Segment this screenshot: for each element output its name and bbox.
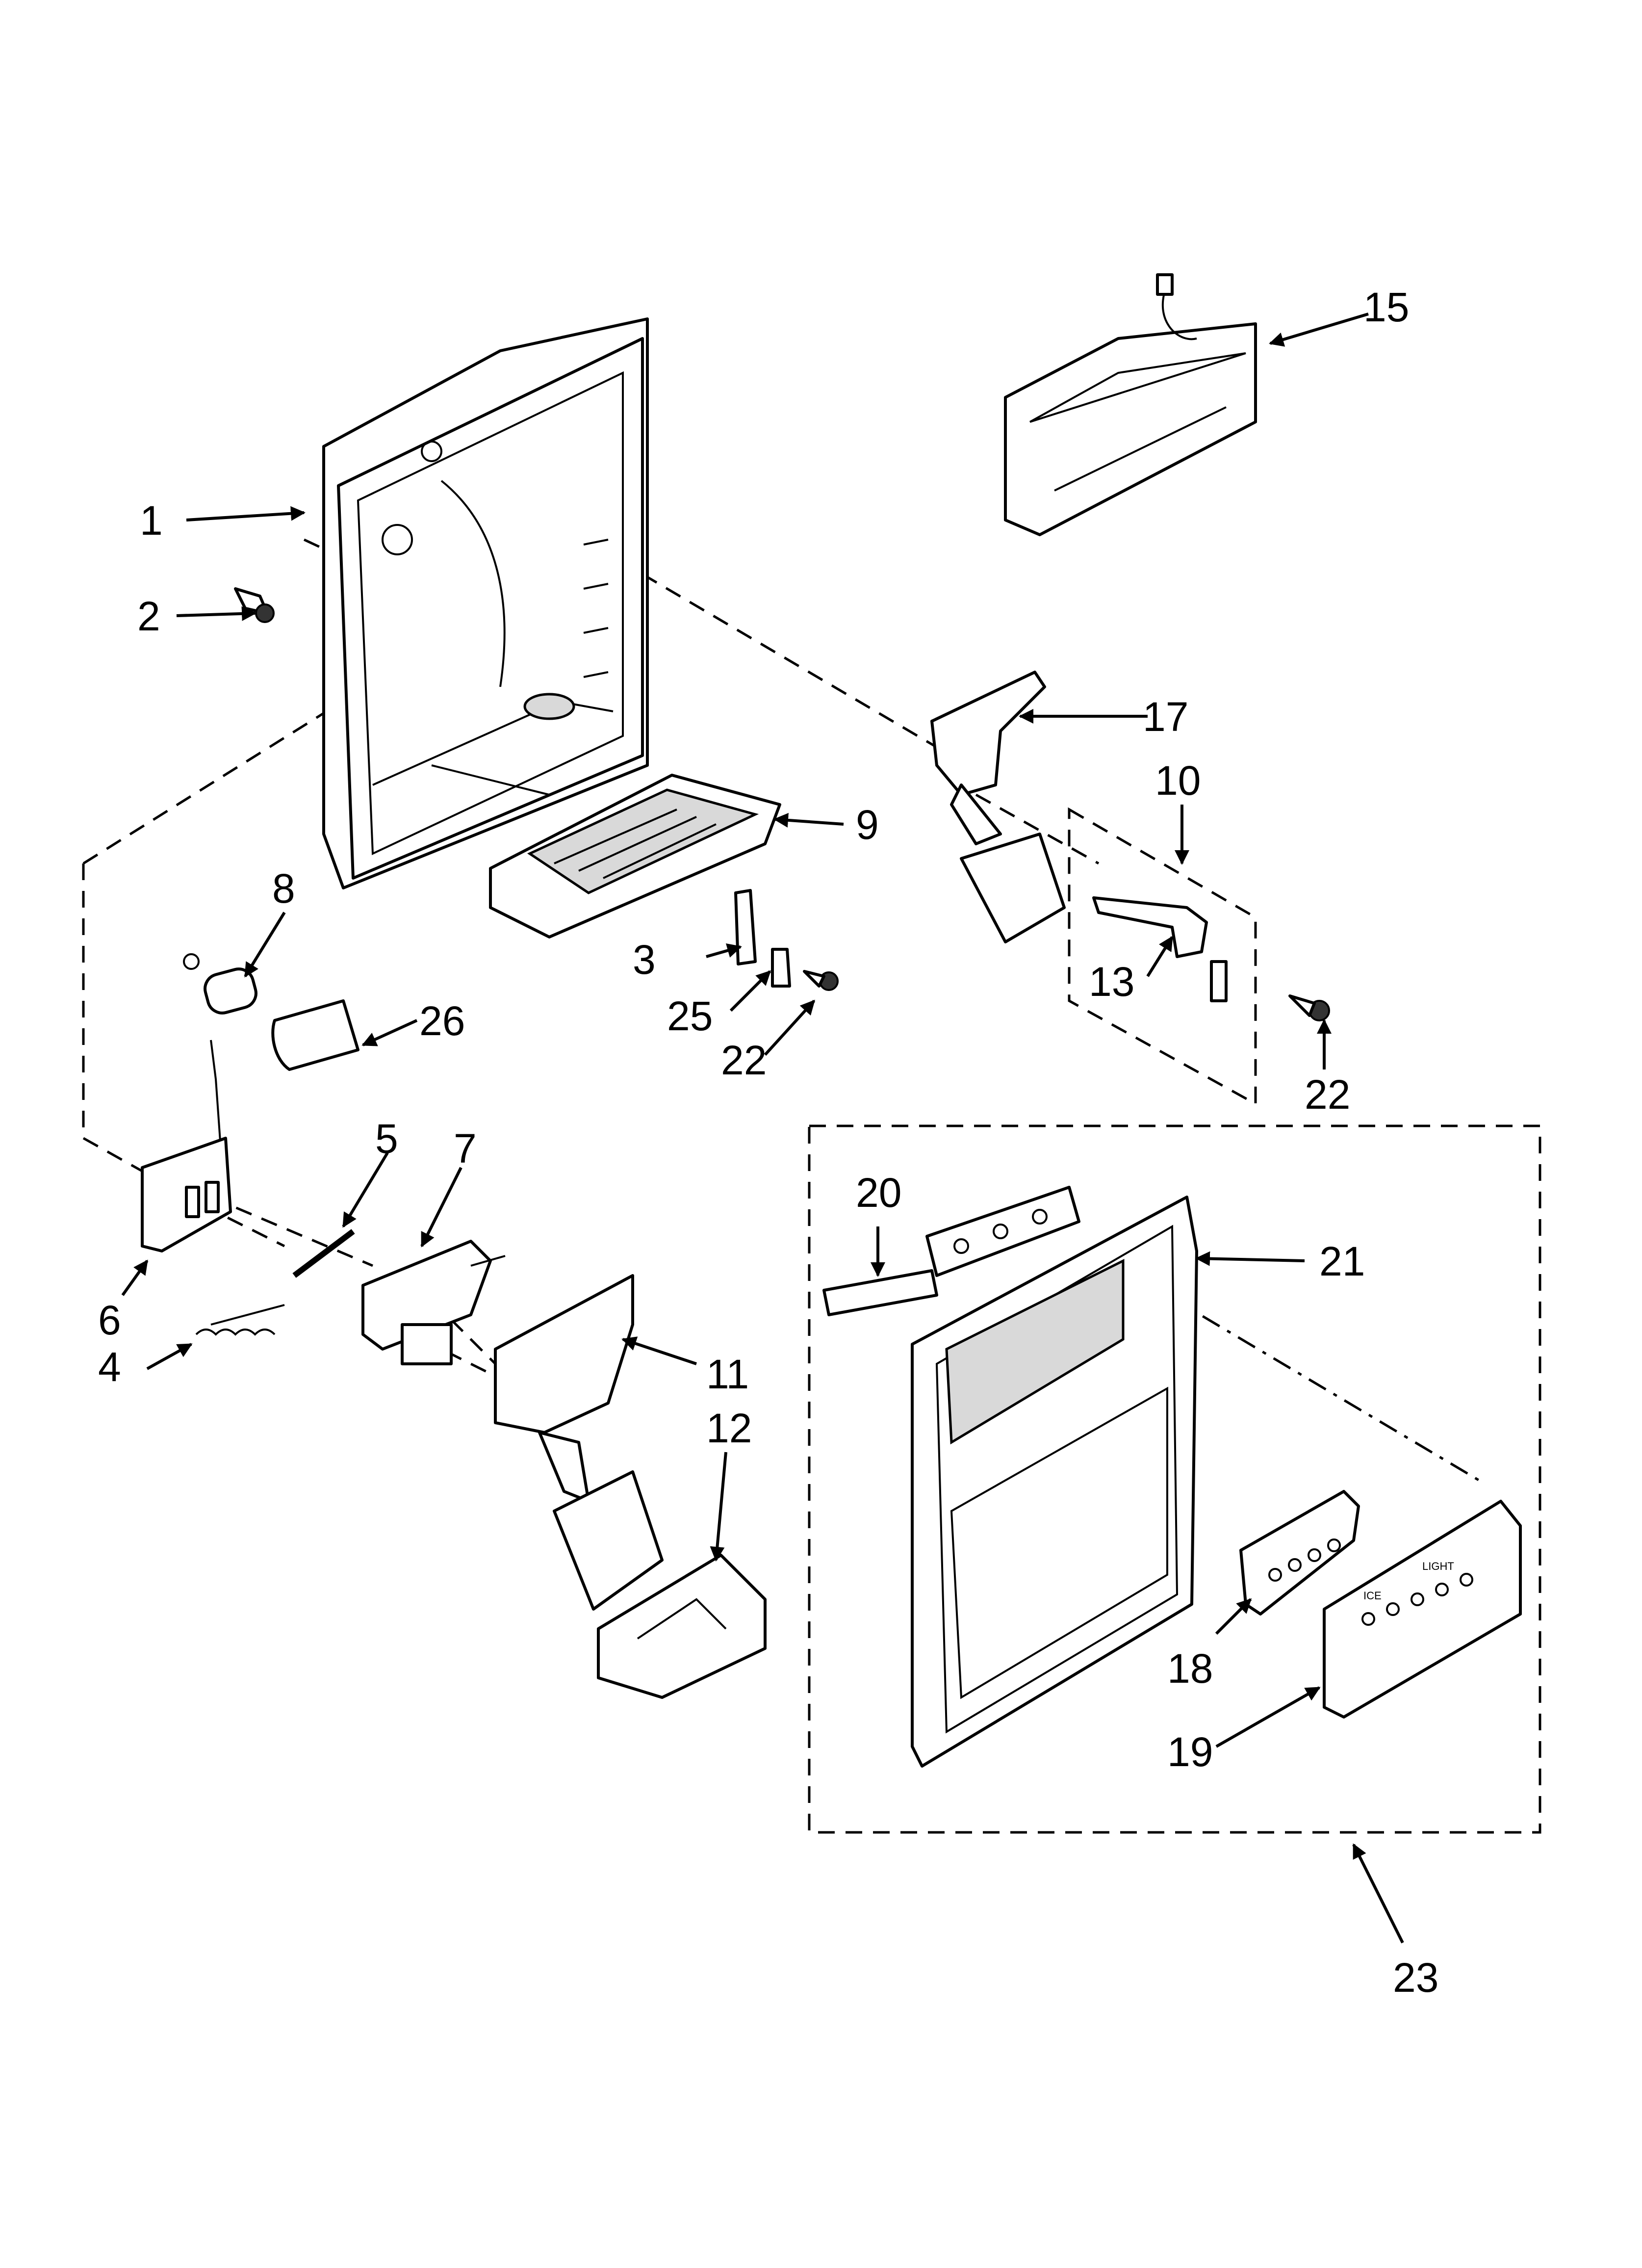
- dispenser-housing-part: [322, 317, 649, 889]
- callout-arrows: [121, 313, 1404, 1944]
- callout-7: 7: [454, 1125, 477, 1172]
- callout-26: 26: [419, 998, 465, 1044]
- callout-11: 11: [706, 1351, 749, 1397]
- switch-assembly-part: [1092, 896, 1330, 1021]
- callout-8: 8: [272, 865, 295, 912]
- callout-25: 25: [667, 993, 713, 1039]
- actuator-part: [141, 1040, 232, 1252]
- callout-22-center: 22: [721, 1037, 767, 1083]
- guide-lines: [82, 489, 1541, 1834]
- callout-10: 10: [1155, 757, 1201, 804]
- callout-19: 19: [1167, 1729, 1213, 1775]
- callout-22-right: 22: [1305, 1071, 1350, 1118]
- callout-labels: 1 2 3 4 5 6 7 8 9 10 11 12 13 15 17 18 1…: [98, 284, 1438, 2001]
- callout-5: 5: [375, 1116, 398, 1162]
- flex-cable-part: [822, 1186, 1080, 1316]
- water-paddle-part: [930, 671, 1066, 943]
- control-board-part: [1239, 1490, 1360, 1616]
- callout-18: 18: [1167, 1645, 1213, 1692]
- callout-21: 21: [1319, 1238, 1365, 1284]
- callout-12: 12: [706, 1405, 752, 1451]
- callout-20: 20: [856, 1170, 901, 1216]
- callout-6: 6: [98, 1297, 121, 1343]
- callout-1: 1: [140, 497, 163, 544]
- control-module-part: [1004, 273, 1257, 536]
- spring-part: [195, 1304, 285, 1336]
- callout-3: 3: [633, 937, 656, 983]
- door-actuator-part: [361, 1240, 506, 1365]
- callout-9: 9: [856, 802, 879, 848]
- rod-part: [292, 1229, 355, 1278]
- callout-17: 17: [1143, 694, 1188, 740]
- callout-2: 2: [137, 593, 160, 639]
- facade-part: [911, 1196, 1198, 1768]
- ice-paddle-part: [494, 1274, 664, 1611]
- callout-23: 23: [1393, 1955, 1438, 2001]
- screw-part: [234, 587, 275, 623]
- panel-label-light: LIGHT: [1422, 1560, 1454, 1572]
- grille-part: [489, 774, 781, 938]
- panel-label-ice: ICE: [1363, 1590, 1382, 1602]
- switch-bracket-part: [734, 889, 839, 991]
- solenoid-part: [183, 953, 257, 1015]
- callout-4: 4: [98, 1344, 121, 1390]
- callout-13: 13: [1089, 959, 1134, 1005]
- callout-15: 15: [1363, 284, 1409, 330]
- cover-part: [271, 999, 359, 1071]
- control-panel-part: ICE LIGHT: [1323, 1500, 1522, 1719]
